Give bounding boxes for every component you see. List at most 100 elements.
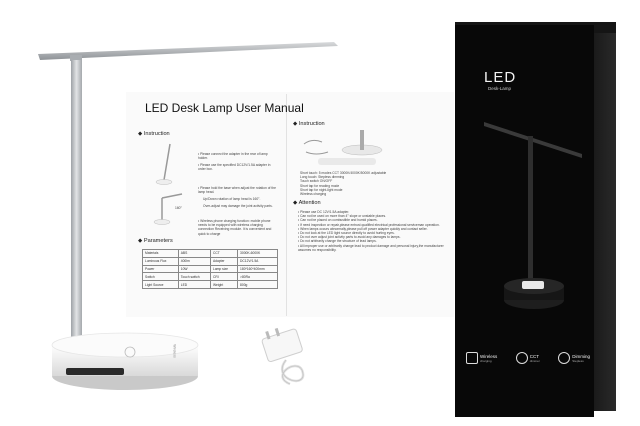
attention-note-text: Do not arbitrarily change the structure … (300, 239, 377, 244)
touch-notes: Short touch: 5 modes CCT 3000K/4000K/500… (300, 171, 440, 196)
cct-icon (515, 352, 528, 364)
attention-note-text: Can not be used on more than 4° slope or… (300, 214, 387, 219)
attention-heading-text: Attention (298, 200, 321, 206)
box-subtitle: Desk-Lamp (488, 86, 512, 91)
attention-note-text: If need inspection or repair,please entr… (300, 222, 440, 227)
parameter-cell: 400lm (177, 256, 211, 266)
parameter-cell: Weight (209, 280, 239, 289)
box-brand: LED (484, 69, 517, 86)
attention-note: • When lamps occurs abnormally,please pu… (298, 226, 428, 231)
attention-notes: • Please use DC 12V/1.5A adapter. • Can … (298, 210, 448, 252)
instruction-note-text: Please hold the base when adjust the rot… (198, 186, 276, 195)
feature-title: Wireless (480, 353, 498, 359)
feature-title: Dimming (572, 353, 590, 359)
manual-fold-line (286, 94, 287, 316)
lamp-arm (38, 42, 338, 60)
touch-note: Short tap for night-light mode (300, 187, 343, 192)
instruction-note-5: Over-adjust may damage the joint activit… (203, 204, 273, 208)
angle-label: 160° (175, 206, 182, 210)
parameters-heading: ◆ Parameters (138, 238, 173, 244)
touch-note: Short touch: 5 modes CCT 3000K/4000K/500… (300, 171, 387, 175)
touch-note: Wireless charging (300, 192, 327, 197)
feature-wireless: Wireless charging (466, 352, 497, 364)
parameter-cell: Lamp size (209, 264, 239, 274)
parameter-cell: Switch (142, 272, 179, 282)
parameter-cell: Touch switch (177, 272, 211, 282)
instruction-note-text: Wireless phone charging function: mobile… (198, 219, 272, 236)
feature-sub: Stepless (572, 358, 584, 363)
instruction-heading: ◆ Instruction (138, 131, 170, 137)
feature-dimming: Dimming Stepless (558, 352, 590, 364)
touch-panel-sketch (318, 158, 376, 165)
attention-note: • Please use DC 12V/1.5A adapter. (298, 210, 350, 214)
attention-note-text: Do not look at the LED light source dire… (300, 231, 395, 236)
parameter-cell: Adapter (209, 256, 239, 266)
feature-cct: CCT dimmer (515, 352, 540, 364)
parameter-cell: DC12V/1.5A (237, 256, 278, 266)
instruction-note-text: Please use the specified DC12V/1.5A adap… (198, 163, 271, 172)
parameter-cell: 180*160*400mm (237, 264, 278, 274)
lamp-joint (70, 55, 82, 61)
parameters-heading-text: Parameters (143, 238, 173, 244)
touch-note: Short tap for reading mode (300, 183, 340, 188)
attention-note: • Do not over adjust joint activity part… (298, 235, 401, 240)
parameter-cell: ABS (177, 249, 211, 258)
attention-note-text: All improper use or arbitrarily change l… (298, 243, 444, 252)
parameter-cell: Materials (142, 249, 179, 258)
instruction-note-3: • Please hold the base when adjust the r… (198, 186, 276, 195)
manual-lamp-sketch-2 (153, 193, 183, 225)
parameter-cell: Luminous Flux (142, 256, 179, 266)
parameter-cell: 3000K-6000K (237, 249, 278, 258)
parameter-cell: LED (177, 280, 211, 289)
instruction-heading-text: Instruction (143, 131, 170, 137)
touch-note: Touch switch ON/OFF (300, 179, 333, 184)
instruction-note-6: • Wireless phone charging function: mobi… (198, 219, 272, 236)
parameter-cell: Light Source (142, 280, 179, 289)
instruction-note-1: • Please connect the adapter in the rear… (198, 152, 268, 161)
attention-note: • All improper use or arbitrarily change… (298, 243, 444, 252)
instruction-note-text: Please connect the adapter in the rear o… (198, 152, 268, 161)
wireless-icon (466, 352, 478, 364)
attention-note: • Can not be used on more than 4° slope … (298, 214, 387, 219)
parameter-cell: 800g (237, 280, 278, 289)
manual-lamp-sketch-1 (155, 143, 173, 185)
attention-heading: ◆ Attention (293, 200, 321, 206)
parameter-cell: 10W (177, 264, 211, 274)
product-box-side (594, 33, 616, 411)
instruction-heading-2: ◆ Instruction (293, 121, 325, 127)
attention-note: • Do not look at the LED light source di… (298, 231, 395, 236)
manual-title: LED Desk Lamp User Manual (145, 101, 304, 115)
manual-base-sketch (303, 130, 383, 156)
instruction-note-4: Up/Down rotation of lamp head is 160°. (203, 197, 261, 201)
instruction-heading-2-text: Instruction (298, 121, 325, 127)
parameter-cell: Power (142, 264, 179, 274)
dimming-icon (558, 352, 571, 364)
box-feature-row: Wireless charging CCT dimmer Dimming Ste… (466, 352, 590, 364)
lamp-base-label: Wireless (172, 344, 177, 358)
instruction-note-2: • Please use the specified DC12V/1.5A ad… (198, 163, 271, 172)
attention-note: • Can not be placed on combustible and h… (298, 218, 378, 223)
parameter-cell: CRI (209, 272, 239, 282)
attention-note: • If need inspection or repair,please en… (298, 222, 440, 227)
touch-note: Long touch: Stepless dimming (300, 175, 345, 180)
parameter-cell: >80Ra (237, 272, 278, 282)
feature-sub: charging (480, 358, 492, 363)
attention-note-text: Can not be placed on combustible and hum… (300, 218, 378, 223)
lamp-pole (71, 60, 82, 352)
parameter-cell: CCT (209, 249, 239, 258)
feature-sub: dimmer (529, 358, 540, 363)
attention-note-text: When lamps occurs abnormally,please pull… (300, 226, 428, 231)
box-lamp-image (484, 122, 582, 309)
product-box-front (455, 25, 594, 417)
power-adapter (261, 327, 305, 386)
attention-note-text: Do not over adjust joint activity parts … (300, 235, 401, 240)
feature-title: CCT (529, 353, 539, 359)
attention-note: • Do not arbitrarily change the structur… (298, 239, 377, 244)
